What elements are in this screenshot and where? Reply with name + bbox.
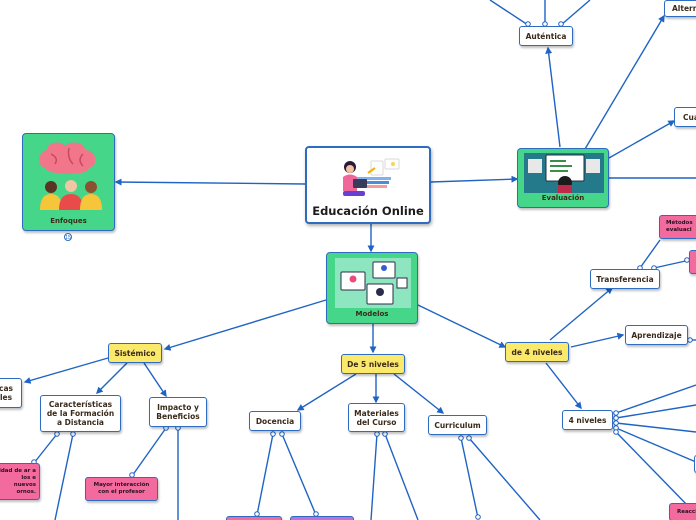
interaccion-node[interactable]: Mayor interacción con el profesor: [85, 477, 158, 501]
alternativa-node[interactable]: Alterna: [664, 0, 696, 17]
aprendizaje-node[interactable]: Aprendizaje: [625, 325, 688, 345]
de4niveles-node[interactable]: de 4 niveles: [505, 342, 569, 362]
docencia-child-2[interactable]: [290, 516, 354, 520]
evaluacion-label: Evaluación: [541, 194, 585, 202]
flexibilidad-node[interactable]: idad de ar a los e nuevos ornos.: [0, 463, 40, 500]
caracteristicas-node[interactable]: Características de la Formación a Distan…: [40, 395, 121, 432]
transferencia-node[interactable]: Transferencia: [590, 269, 660, 289]
curriculum-node[interactable]: Curriculum: [428, 415, 487, 435]
cuantitativa-node[interactable]: Cua: [674, 107, 696, 127]
materiales-node[interactable]: Materiales del Curso: [348, 403, 405, 432]
central-title: Educación Online: [312, 204, 424, 218]
de5niveles-node[interactable]: De 5 niveles: [341, 354, 405, 374]
autentica-node[interactable]: Auténtica: [519, 26, 573, 46]
impacto-node[interactable]: Impacto y Beneficios: [149, 397, 207, 427]
cuatroniveles-node[interactable]: 4 niveles: [562, 410, 613, 430]
evaluacion-node[interactable]: Evaluación: [517, 148, 609, 208]
practicas-node[interactable]: cas les: [0, 378, 22, 408]
metodos-node[interactable]: Métodos evaluaci: [659, 215, 696, 239]
docencia-child-1[interactable]: [226, 516, 282, 520]
reaccion-node[interactable]: Reacci: [669, 503, 696, 520]
brain-people-icon: [39, 142, 102, 210]
central-node[interactable]: Educación Online: [305, 146, 431, 224]
modelos-node[interactable]: Modelos: [326, 252, 418, 324]
docencia-node[interactable]: Docencia: [249, 411, 301, 431]
student-laptop-icon: [343, 158, 400, 196]
transferencia-child-pink[interactable]: [689, 250, 696, 274]
modelos-label: Modelos: [355, 310, 389, 318]
cuatroniveles-child-white[interactable]: [694, 455, 696, 473]
enfoques-node[interactable]: Enfoques: [22, 133, 115, 231]
video-conference-icon: [335, 258, 411, 308]
enfoques-label: Enfoques: [50, 217, 87, 225]
enfoques-collapse-toggle[interactable]: 15: [64, 233, 72, 241]
sistemico-node[interactable]: Sistémico: [108, 343, 162, 363]
evaluation-screen-icon: [524, 153, 604, 193]
